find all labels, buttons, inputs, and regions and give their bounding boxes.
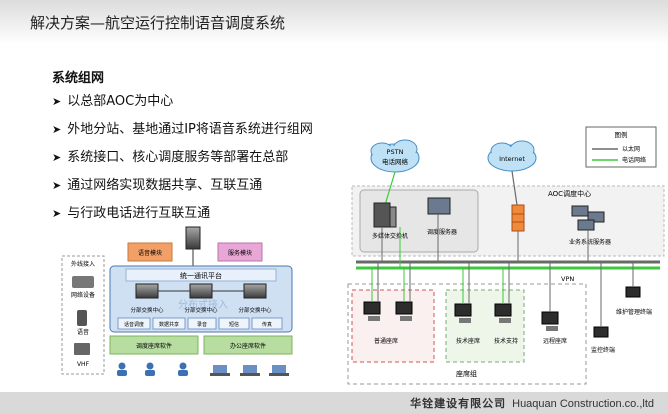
company-name-cn: 华铨建设有限公司 bbox=[410, 397, 507, 410]
voice-module-box bbox=[127, 242, 173, 262]
device-label: 外线接入 bbox=[71, 260, 95, 268]
ethernet-link bbox=[511, 170, 518, 206]
bullet-item: ➤与行政电话进行互联互通 bbox=[52, 206, 211, 221]
seat-label: 维护管理终端 bbox=[616, 308, 652, 316]
service-label: 数据共享 bbox=[159, 321, 179, 328]
arrow-bullet-icon: ➤ bbox=[52, 123, 62, 136]
service-module-box bbox=[217, 242, 263, 262]
bullet-item: ➤通过网络实现数据共享、互联互通 bbox=[52, 178, 263, 193]
seat-label: 技术座席 bbox=[456, 337, 480, 345]
platform-title: 统一通讯平台 bbox=[180, 271, 222, 280]
normal-seat-group bbox=[351, 289, 435, 363]
bullet-item: ➤外地分站、基地通过IP将语音系统进行组网 bbox=[52, 122, 313, 137]
phone-link bbox=[384, 171, 396, 206]
network-device-icon bbox=[72, 276, 94, 288]
server-side bbox=[389, 206, 397, 228]
service-label: 短信 bbox=[229, 321, 239, 328]
dispatch-seat-software-box bbox=[109, 335, 199, 355]
seat-group-label: 座席组 bbox=[456, 369, 477, 378]
media-switch-server-icon bbox=[373, 202, 391, 228]
page-title: 解决方案—航空运行控制语音调度系统 bbox=[30, 14, 286, 32]
dispatch-server-icon bbox=[427, 197, 451, 215]
business-server-group bbox=[571, 205, 605, 231]
office-seat-software-box bbox=[203, 335, 293, 355]
bullet-item: ➤系统接口、核心调度服务等部署在总部 bbox=[52, 150, 289, 165]
section-heading: 系统组网 bbox=[52, 71, 105, 86]
device-label: 语音 bbox=[77, 328, 89, 336]
aoc-label: AOC调度中心 bbox=[548, 189, 591, 198]
box-label: 服务模块 bbox=[228, 249, 252, 257]
company-name-en: Huaquan Construction.co.,ltd bbox=[512, 398, 654, 410]
tech-seat-group bbox=[445, 289, 525, 363]
box-label: 办公座席软件 bbox=[230, 342, 266, 350]
seat-group-region bbox=[347, 283, 587, 385]
arrow-bullet-icon: ➤ bbox=[52, 151, 62, 164]
internet-cloud-icon bbox=[487, 140, 537, 172]
service-label: 话音调度 bbox=[124, 321, 144, 328]
arrow-bullet-icon: ➤ bbox=[52, 179, 62, 192]
node-label: 分部交换中心 bbox=[238, 306, 272, 314]
service-row: 话音调度 数据共享 录音 短信 传真 bbox=[117, 317, 283, 330]
device-label: 网络设备 bbox=[71, 291, 95, 299]
seat-label: 监控终端 bbox=[591, 346, 615, 354]
seat-links bbox=[371, 262, 634, 327]
seat-label: 技术支持 bbox=[494, 337, 518, 345]
service-label: 录音 bbox=[197, 321, 207, 328]
unified-platform bbox=[109, 265, 293, 333]
footer-bar: 华铨建设有限公司 Huaquan Construction.co.,ltd bbox=[0, 392, 668, 414]
seat-label: 远程座席 bbox=[543, 337, 567, 345]
cloud-label: 电话网络 bbox=[382, 157, 409, 166]
cloud-label: Internet bbox=[499, 155, 525, 163]
header-band bbox=[0, 0, 668, 44]
node-label: 分部交换中心 bbox=[184, 306, 218, 314]
platform-watermark: 分布式接入 bbox=[178, 298, 228, 311]
legend-title: 图例 bbox=[615, 130, 628, 139]
bullet-list: ➤以总部AOC为中心 ➤外地分站、基地通过IP将语音系统进行组网 ➤系统接口、核… bbox=[52, 92, 313, 232]
arrow-bullet-icon: ➤ bbox=[52, 207, 62, 220]
server-label: 多媒体交换机 bbox=[372, 232, 408, 240]
server-label: 业务系统服务器 bbox=[569, 238, 611, 246]
pstn-cloud-icon bbox=[370, 139, 420, 173]
user-icons bbox=[117, 362, 289, 376]
vpn-label: VPN bbox=[561, 275, 574, 283]
arrow-bullet-icon: ➤ bbox=[52, 95, 62, 108]
platform-title-bar bbox=[125, 268, 277, 282]
node-label: 分部交换中心 bbox=[130, 306, 164, 314]
box-label: 语音模块 bbox=[138, 249, 162, 257]
server-label: 调度服务器 bbox=[427, 228, 457, 236]
legend-item: 电话网络 bbox=[622, 156, 646, 164]
cloud-label: PSTN bbox=[387, 148, 404, 156]
firewall-icon bbox=[511, 204, 525, 232]
legend-item: 以太网 bbox=[622, 145, 640, 153]
footer-company: 华铨建设有限公司 Huaquan Construction.co.,ltd bbox=[410, 395, 654, 411]
bullet-item: ➤以总部AOC为中心 bbox=[52, 94, 174, 109]
phone-handset-icon bbox=[77, 310, 87, 326]
service-label: 传真 bbox=[262, 321, 272, 328]
box-label: 调度座席软件 bbox=[136, 342, 172, 350]
seat-label: 普通座席 bbox=[374, 337, 398, 345]
vhf-radio-icon bbox=[74, 343, 90, 355]
device-label: VHF bbox=[77, 361, 90, 368]
